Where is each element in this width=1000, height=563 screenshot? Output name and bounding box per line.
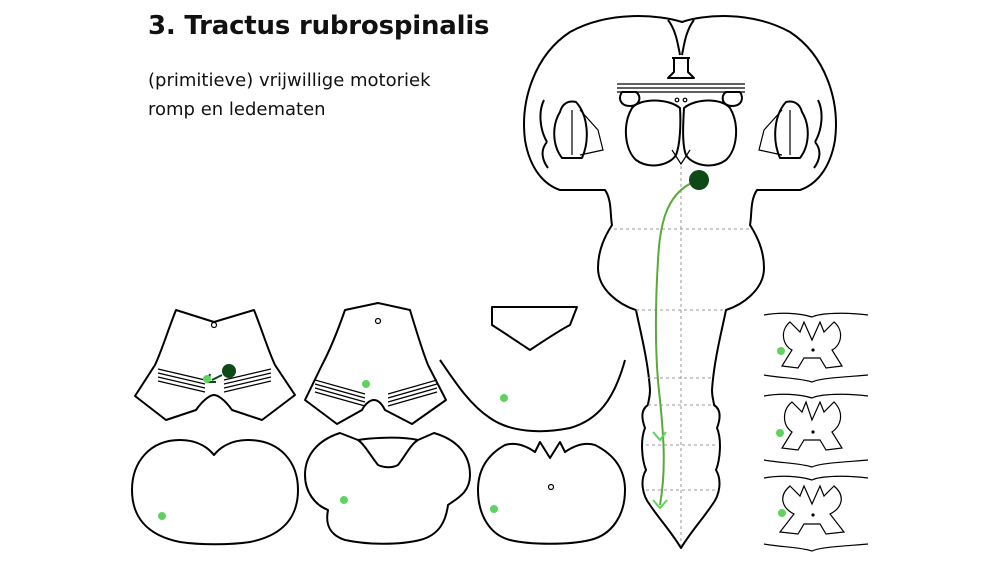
spinal-section-1-grey	[780, 320, 844, 369]
nucleus-ruber	[689, 170, 709, 190]
small-nucleus-left	[619, 91, 641, 107]
tract-dot-pons	[500, 394, 508, 402]
claustrum-right	[813, 99, 823, 169]
spinal-section-3	[763, 475, 869, 552]
rubrospinal-tract-line	[654, 179, 700, 506]
tiny-dot-1	[674, 97, 680, 103]
slide-subtitle: (primitieve) vrijwillige motoriek romp e…	[148, 66, 431, 124]
claustrum-left	[539, 99, 549, 169]
spinal-section-1-outline	[763, 312, 869, 383]
midbrain-lower-fibers-1	[314, 379, 366, 407]
section-midbrain	[134, 309, 296, 421]
tract-dot-spinal-1	[777, 347, 785, 355]
spinal-section-2	[763, 393, 869, 468]
section-medulla-upper	[131, 439, 299, 546]
thalamus-left	[624, 99, 682, 167]
medulla-upper-outline	[131, 439, 299, 546]
medulla-mid-outline	[304, 432, 471, 545]
midbrain-fibers-2	[223, 368, 272, 393]
tract-dot-medulla-mid	[340, 496, 348, 504]
medulla-mid-ventricle	[357, 436, 419, 441]
midbrain-fibers-1	[157, 368, 206, 393]
section-midbrain-lower	[304, 302, 447, 425]
section-pons	[439, 306, 626, 433]
central-canal-lower	[547, 483, 555, 491]
thalamus-right	[682, 99, 738, 167]
tract-dot-spinal-2	[776, 429, 784, 437]
tract-dot-medulla-lower	[490, 505, 498, 513]
midbrain-lower-outline	[304, 302, 447, 425]
tract-dot-midbrain-lower	[362, 380, 370, 388]
section-medulla-mid	[304, 432, 471, 545]
subtitle-line-1: (primitieve) vrijwillige motoriek	[148, 70, 431, 91]
tract-dot-midbrain	[203, 375, 211, 383]
midbrain-lower-fibers-2	[387, 379, 438, 407]
lentiform-left-inner	[571, 109, 604, 156]
spinal-section-3-grey	[778, 484, 846, 535]
section-medulla-lower	[477, 441, 626, 545]
pons-outline	[439, 359, 626, 433]
tract-dot-spinal-3	[778, 509, 786, 517]
third-ventricle	[671, 149, 691, 166]
fourth-ventricle	[491, 306, 578, 351]
medulla-lower-outline	[477, 441, 626, 545]
tract-arrow-1	[652, 431, 667, 442]
lentiform-right	[774, 100, 809, 159]
lentiform-left	[553, 100, 588, 159]
tiny-dot-2	[682, 97, 688, 103]
midbrain-outline	[134, 309, 296, 421]
spinal-section-1-canal	[811, 348, 815, 352]
aqueduct-2	[374, 317, 382, 325]
aqueduct	[210, 321, 218, 329]
brainstem-overview	[523, 15, 837, 549]
fornix	[667, 57, 695, 79]
spinal-section-2-canal	[811, 430, 815, 434]
small-nucleus-right	[721, 91, 743, 107]
red-nucleus-section	[222, 364, 236, 378]
spinal-section-3-canal	[811, 513, 815, 517]
subtitle-line-2: romp en ledematen	[148, 99, 326, 120]
hemispheres-outline	[523, 15, 837, 549]
spinal-cord-sections	[763, 312, 869, 552]
spinal-section-1	[763, 312, 869, 383]
spinal-section-2-outline	[763, 393, 869, 468]
decussation-arrow	[211, 374, 223, 381]
midline-notch	[667, 19, 695, 56]
tract-dot-medulla-upper	[158, 512, 166, 520]
spinal-section-2-grey	[780, 400, 844, 451]
tract-arrow-2	[652, 499, 668, 510]
spinal-section-3-outline	[763, 475, 869, 552]
slide-title: 3. Tractus rubrospinalis	[148, 11, 490, 41]
lentiform-right-inner	[758, 109, 791, 156]
